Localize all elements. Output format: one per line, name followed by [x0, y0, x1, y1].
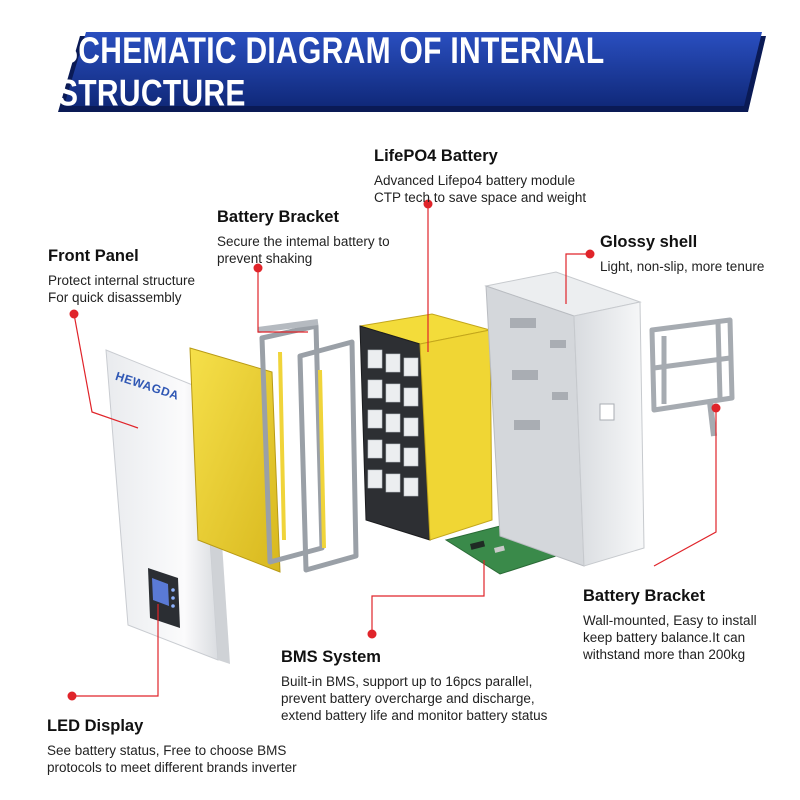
callout-line: Secure the intemal battery to — [217, 234, 390, 249]
leader-bracket-inner — [257, 268, 308, 333]
insulation-sheet — [189, 347, 281, 573]
callout-line: keep battery balance.It can — [583, 630, 746, 645]
glossy-shell — [484, 271, 645, 567]
title-banner: SCHEMATIC DIAGRAM OF INTERNAL STRUCTURE — [58, 31, 766, 114]
callout-title: Front Panel — [48, 247, 139, 265]
callout-line: protocols to meet different brands inver… — [47, 760, 297, 775]
callout-line: Built-in BMS, support up to 16pcs parall… — [281, 674, 533, 689]
callout-led-display: LED Display See battery status, Free to … — [47, 717, 297, 776]
diagram-title: SCHEMATIC DIAGRAM OF INTERNAL STRUCTURE — [58, 30, 604, 115]
callout-title: LifePO4 Battery — [374, 147, 498, 165]
banner-shape — [58, 32, 766, 112]
leader-bms — [371, 560, 485, 634]
callout-line: CTP tech to save space and weight — [374, 190, 587, 205]
callout-title: LED Display — [47, 717, 144, 735]
callout-bms-system: BMS System Built-in BMS, support up to 1… — [281, 648, 547, 724]
callout-line: extend battery life and monitor battery … — [281, 708, 548, 723]
callout-line: See battery status, Free to choose BMS — [47, 743, 287, 758]
callout-lifepo4-battery: LifePO4 Battery Advanced Lifepo4 battery… — [374, 147, 586, 206]
callout-line: Wall-mounted, Easy to install — [583, 613, 757, 628]
callout-battery-bracket-wall: Battery Bracket Wall-mounted, Easy to in… — [583, 587, 757, 663]
leader-glossy-shell — [565, 253, 590, 304]
callout-line: Protect internal structure — [48, 273, 196, 288]
callout-line: For quick disassembly — [48, 290, 182, 305]
callout-title: Battery Bracket — [217, 208, 339, 226]
callout-line: withstand more than 200kg — [583, 647, 746, 662]
leader-front-panel — [73, 313, 139, 429]
callout-title: Battery Bracket — [583, 587, 705, 605]
leader-wall-bracket — [653, 408, 717, 567]
callout-battery-bracket-inner: Battery Bracket Secure the intemal batte… — [217, 208, 390, 267]
callout-line: Advanced Lifepo4 battery module — [374, 173, 576, 188]
callout-line: prevent shaking — [217, 251, 313, 266]
callout-line: Light, non-slip, more tenure — [600, 259, 765, 274]
callout-title: BMS System — [281, 648, 381, 666]
leader-led — [72, 604, 159, 697]
inner-battery-bracket — [257, 319, 359, 573]
callout-front-panel: Front Panel Protect internal structure F… — [48, 247, 195, 306]
wall-mount-bracket — [649, 317, 735, 437]
leader-dots — [67, 199, 721, 701]
lifepo4-battery-module — [359, 313, 493, 541]
callout-line: prevent battery overcharge and discharge… — [281, 691, 535, 706]
callout-glossy-shell: Glossy shell Light, non-slip, more tenur… — [600, 233, 764, 275]
callout-title: Glossy shell — [600, 233, 698, 251]
leader-lines — [72, 204, 717, 697]
